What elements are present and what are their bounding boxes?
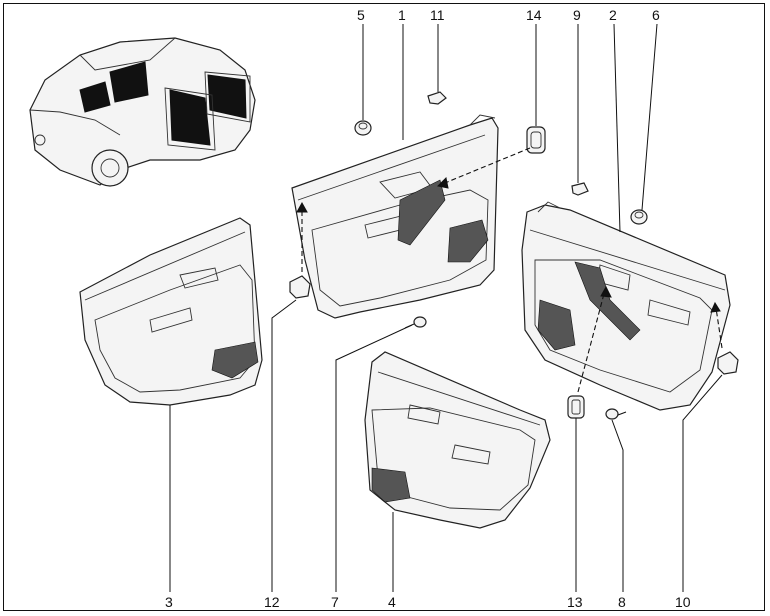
part-2-front-right-door-trim <box>521 201 731 411</box>
callout-5: 5 <box>357 7 365 23</box>
callout-14: 14 <box>526 7 542 23</box>
part-7-screw <box>404 316 427 329</box>
part-10-bracket <box>717 351 739 375</box>
callout-12: 12 <box>264 594 280 610</box>
callout-labels: 5 1 11 14 9 2 6 3 12 7 4 13 8 10 <box>165 7 691 610</box>
part-8-screw <box>605 408 627 420</box>
car-open-rear-door-highlight <box>207 74 247 119</box>
part-5-clip <box>354 120 372 136</box>
callout-7: 7 <box>331 594 339 610</box>
diagram-frame <box>3 3 765 611</box>
callout-6: 6 <box>652 7 660 23</box>
callout-4: 4 <box>388 594 396 610</box>
callout-1: 1 <box>398 7 406 23</box>
callout-11: 11 <box>430 7 445 23</box>
callout-13: 13 <box>567 594 583 610</box>
part-6-clip <box>630 209 648 225</box>
part-1-front-left-door-trim <box>291 114 499 319</box>
part-13-plug <box>567 395 585 419</box>
callout-10: 10 <box>675 594 691 610</box>
part-14-plug <box>526 126 546 154</box>
part-11-clip <box>427 91 447 105</box>
car-front-left-panel-highlight <box>109 61 149 103</box>
car-locator-illustration <box>29 37 256 187</box>
part-4-rear-right-door-trim <box>364 351 551 529</box>
callout-3: 3 <box>165 594 173 610</box>
part-9-clip <box>571 182 589 196</box>
callout-2: 2 <box>609 7 617 23</box>
car-rear-door-highlight <box>79 81 111 113</box>
car-open-front-door-highlight <box>169 89 211 146</box>
part-3-rear-left-door-trim <box>79 217 263 406</box>
callout-8: 8 <box>618 594 626 610</box>
callout-9: 9 <box>573 7 581 23</box>
leader-lines <box>169 23 723 592</box>
assembly-arrows <box>296 147 723 393</box>
part-12-bracket <box>289 275 311 299</box>
